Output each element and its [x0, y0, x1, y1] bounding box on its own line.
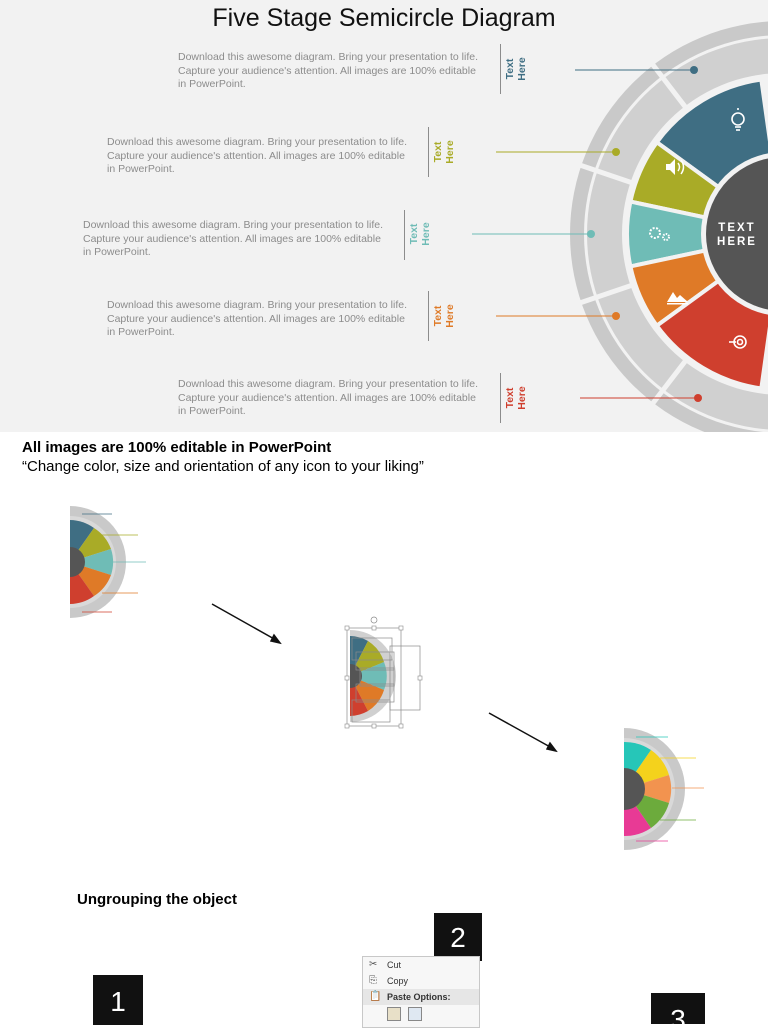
arrow-1	[211, 603, 282, 645]
stage-divider-3	[404, 210, 405, 260]
scissors-icon: ✂	[369, 959, 378, 970]
paste-keep-format-icon[interactable]	[387, 1006, 401, 1021]
stage-divider-1	[500, 44, 501, 94]
paste-icon: 📋	[369, 991, 382, 1002]
connector-lines	[472, 66, 702, 402]
ungroup-heading: Ungrouping the object	[77, 891, 237, 908]
stage-description-2: Download this awesome diagram. Bring you…	[107, 136, 407, 175]
stage-divider-4	[428, 291, 429, 341]
small-diagram-recolored	[624, 728, 704, 850]
small-diagram-original	[70, 506, 146, 618]
speaker-icon	[666, 159, 685, 175]
slide-preview: Five Stage Semicircle Diagram TEXT HERE	[0, 0, 768, 432]
step-1-badge: 1	[93, 975, 143, 1025]
connector-dot-4	[612, 312, 620, 320]
stage-description-1: Download this awesome diagram. Bring you…	[178, 51, 478, 90]
connector-dot-5	[694, 394, 702, 402]
menu-item-cut[interactable]: ✂ Cut	[363, 957, 479, 973]
connector-dot-2	[612, 148, 620, 156]
editing-illustration	[70, 506, 704, 850]
stage-description-3: Download this awesome diagram. Bring you…	[83, 219, 383, 258]
menu-item-paste-label: Paste Options:	[387, 992, 451, 1002]
center-text-line2: HERE	[717, 236, 757, 248]
stage-description-4: Download this awesome diagram. Bring you…	[107, 299, 407, 338]
semicircle-diagram: TEXT HERE	[472, 21, 768, 432]
stage-label-3: Text Here	[408, 222, 432, 246]
menu-item-cut-label: Cut	[387, 960, 402, 970]
small-diagram-selected	[344, 616, 423, 729]
stage-label-4: Text Here	[432, 304, 456, 328]
stage-divider-5	[500, 373, 501, 423]
connector-dot-3	[587, 230, 595, 238]
step-2-badge: 2	[434, 913, 482, 961]
lightbulb-icon	[731, 108, 745, 131]
menu-item-copy-label: Copy	[387, 976, 409, 986]
paste-option-buttons[interactable]	[363, 1005, 479, 1021]
copy-icon: ⎘	[369, 975, 377, 986]
center-text-line1: TEXT	[718, 222, 755, 234]
paste-picture-icon[interactable]	[407, 1006, 422, 1021]
menu-item-paste-options: 📋 Paste Options:	[363, 989, 479, 1005]
arrow-2	[488, 712, 558, 753]
target-icon	[729, 335, 747, 349]
stage-label-5: Text Here	[504, 386, 528, 410]
stage-divider-2	[428, 127, 429, 177]
slide-title: Five Stage Semicircle Diagram	[212, 4, 556, 32]
context-menu: ✂ Cut ⎘ Copy 📋 Paste Options:	[362, 956, 480, 1028]
editable-heading: All images are 100% editable in PowerPoi…	[22, 439, 332, 456]
stage-label-2: Text Here	[432, 140, 456, 164]
mountain-icon	[667, 292, 688, 305]
step-3-badge: 3	[651, 993, 705, 1024]
editable-subheading: “Change color, size and orientation of a…	[22, 458, 424, 475]
stage-label-1: Text Here	[504, 57, 528, 81]
connector-dot-1	[690, 66, 698, 74]
stage-description-5: Download this awesome diagram. Bring you…	[178, 378, 478, 417]
menu-item-copy[interactable]: ⎘ Copy	[363, 973, 479, 989]
gears-icon	[649, 227, 670, 241]
